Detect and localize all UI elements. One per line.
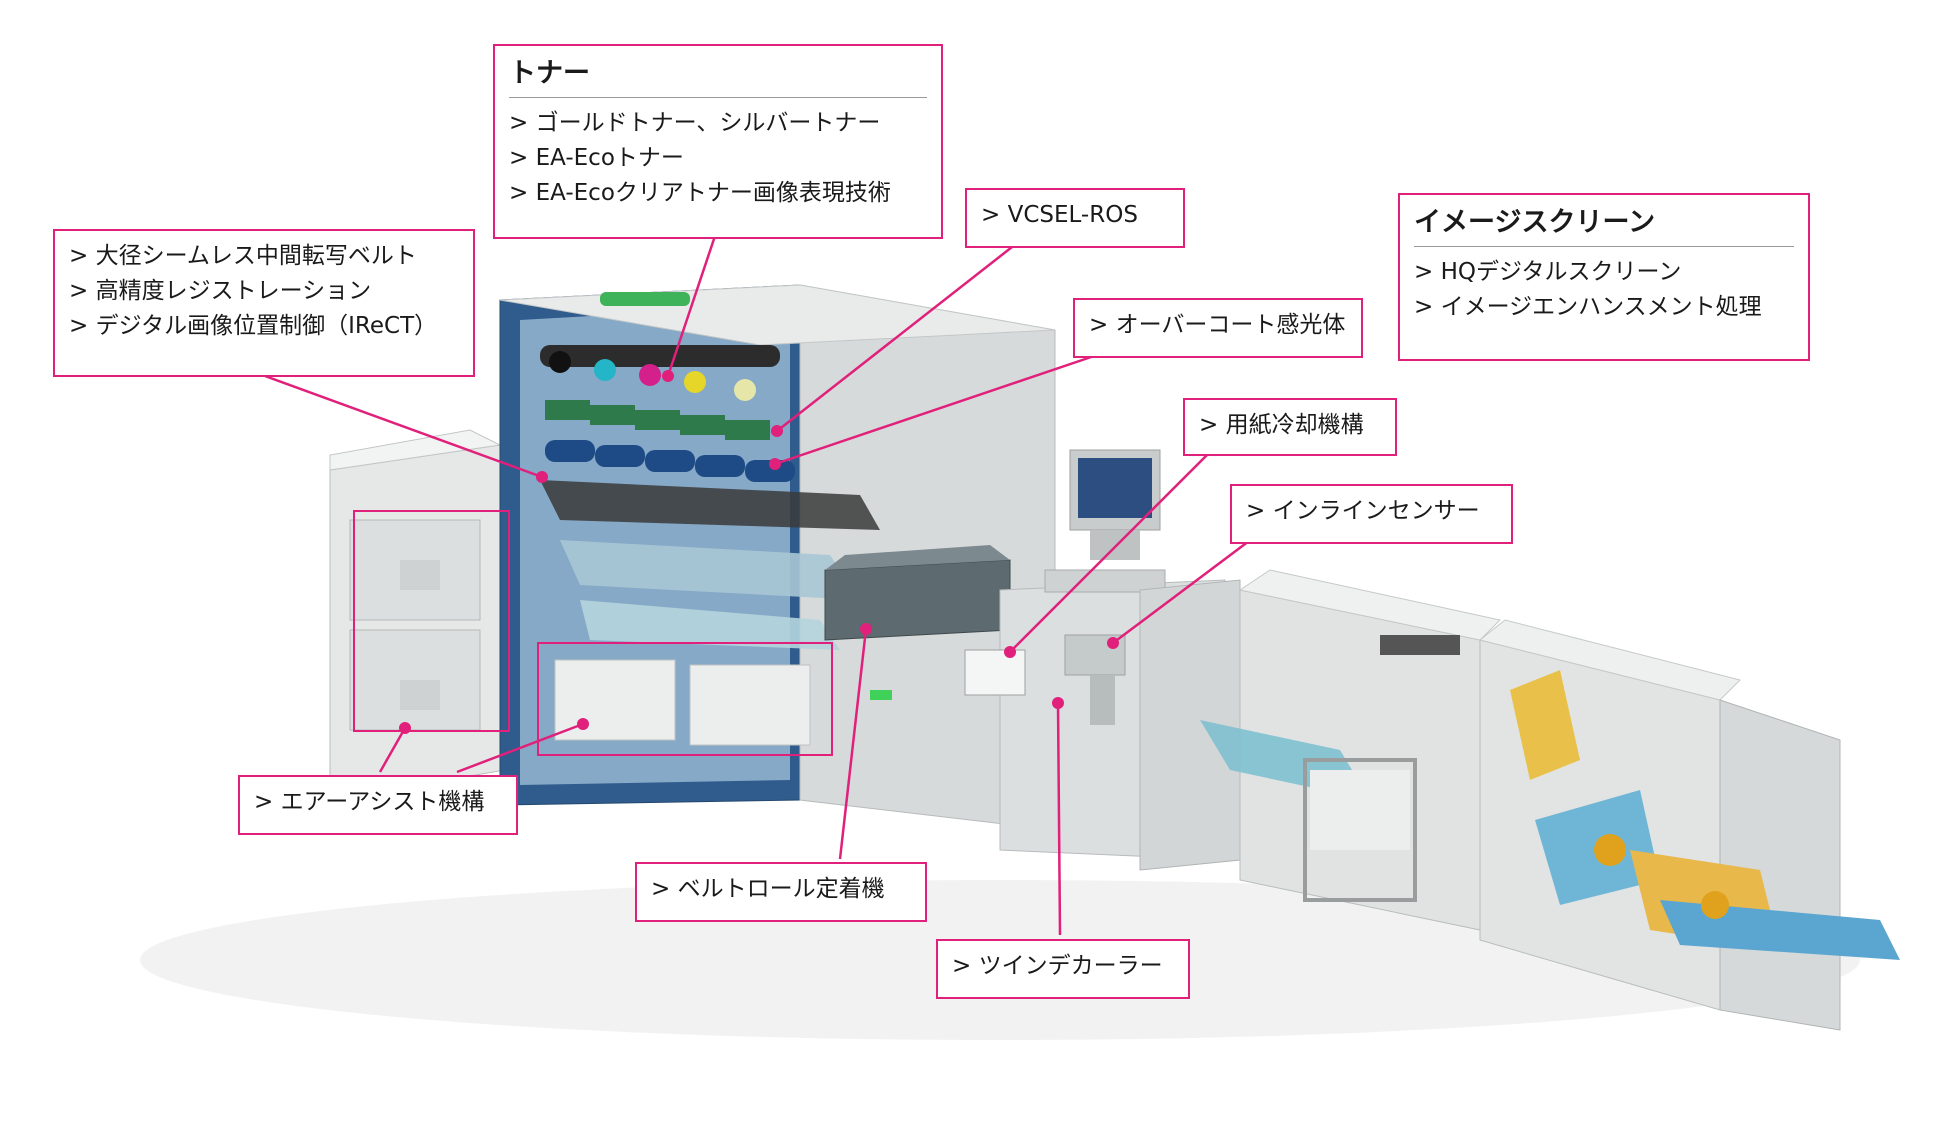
callout-overcoat-item: オーバーコート感光体 (1089, 308, 1347, 343)
control-monitor (1044, 449, 1166, 593)
callout-paper-cooling: 用紙冷却機構 (1183, 398, 1397, 456)
sensor-decurler-module (964, 579, 1241, 871)
paper-feeder-module (329, 429, 506, 801)
callout-vcsel-item: VCSEL-ROS (981, 198, 1169, 233)
callout-twin-decurler-item: ツインデカーラー (952, 949, 1174, 984)
callout-toner-item: ゴールドトナー、シルバートナー (509, 106, 927, 141)
callout-image-screen-title: イメージスクリーン (1414, 203, 1794, 247)
callout-belt-roll-fuser: ベルトロール定着機 (635, 862, 927, 922)
callout-belt-roll-item: ベルトロール定着機 (651, 872, 911, 907)
callout-toner-item: EA-Ecoトナー (509, 141, 927, 176)
air-assist-highlight-engine (537, 642, 833, 756)
air-assist-highlight-feeder (353, 510, 510, 732)
callout-belt-item: 高精度レジストレーション (69, 274, 459, 309)
print-engine-module (499, 284, 1056, 831)
callout-belt-item: 大径シームレス中間転写ベルト (69, 239, 459, 274)
callout-toner: トナー ゴールドトナー、シルバートナー EA-Ecoトナー EA-Ecoクリアト… (493, 44, 943, 239)
callout-toner-title: トナー (509, 54, 927, 98)
leader-lines (264, 235, 1250, 936)
callout-air-assist-item: エアーアシスト機構 (254, 785, 502, 820)
stacker-module (1200, 569, 1502, 931)
leader-dots (399, 370, 1119, 734)
finisher-module (1478, 619, 1900, 1031)
callout-cooling-item: 用紙冷却機構 (1199, 408, 1381, 443)
callout-toner-item: EA-Ecoクリアトナー画像表現技術 (509, 176, 927, 211)
callout-transfer-belt: 大径シームレス中間転写ベルト 高精度レジストレーション デジタル画像位置制御（I… (53, 229, 475, 377)
callout-twin-decurler: ツインデカーラー (936, 939, 1190, 999)
callout-inline-sensor: インラインセンサー (1230, 484, 1513, 544)
callout-overcoat-photoreceptor: オーバーコート感光体 (1073, 298, 1363, 358)
callout-image-screen-item: イメージエンハンスメント処理 (1414, 290, 1794, 325)
callout-image-screen: イメージスクリーン HQデジタルスクリーン イメージエンハンスメント処理 (1398, 193, 1810, 361)
callout-inline-sensor-item: インラインセンサー (1246, 494, 1497, 529)
callout-vcsel-ros: VCSEL-ROS (965, 188, 1185, 248)
callout-image-screen-item: HQデジタルスクリーン (1414, 255, 1794, 290)
callout-belt-item: デジタル画像位置制御（IReCT） (69, 309, 459, 344)
callout-air-assist: エアーアシスト機構 (238, 775, 518, 835)
